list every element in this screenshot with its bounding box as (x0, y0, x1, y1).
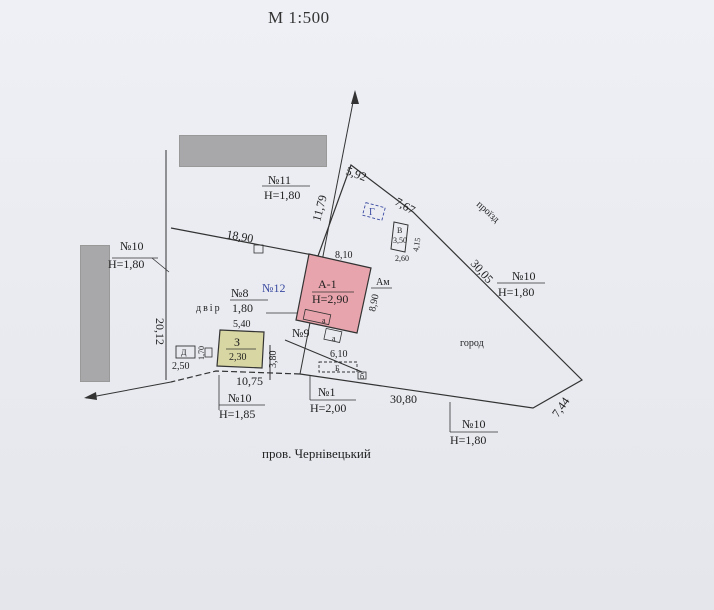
fence-f8-h: 1,80 (232, 301, 253, 315)
building-a1-porch-label: а (322, 316, 326, 325)
redacted-block-left (80, 245, 110, 382)
fence-f11-h: Н=1,80 (264, 188, 300, 202)
building-d-depth: 1,70 (197, 346, 206, 360)
redacted-block-top (179, 135, 327, 167)
building-g-code: Г (369, 207, 375, 218)
building-z-width: 5,40 (233, 319, 251, 330)
dim-10-75: 10,75 (236, 374, 263, 388)
building-a1 (295, 253, 372, 334)
left-arrow (84, 392, 97, 400)
area-am: Ам (376, 277, 390, 288)
area-dvir: двір (196, 303, 222, 314)
building-a1-porch (302, 308, 332, 326)
dim-5-92: 5,92 (344, 164, 369, 184)
street-name: пров. Чернівецький (262, 446, 371, 461)
building-b-code: Б (335, 364, 340, 373)
dim-11-79: 11,79 (309, 193, 329, 222)
building-z-depth: 3,80 (268, 351, 279, 369)
gate-mark-3 (204, 347, 213, 358)
building-a1-depth: 8,90 (367, 293, 381, 312)
area-proizd: проїзд (474, 199, 501, 225)
building-a1-height: Н=2,90 (312, 292, 348, 306)
fence-f10-bottom-right-num: №10 (462, 417, 485, 431)
building-b (318, 361, 358, 373)
building-z-code: З (234, 335, 240, 349)
building-v-height: 3,50 (393, 236, 407, 245)
dim-20-12: 20,12 (153, 318, 167, 345)
fence-f1-num: №1 (318, 385, 335, 399)
building-b-porch-label: б (360, 372, 364, 381)
building-v-width: 2,60 (395, 254, 409, 263)
building-a1-code: А-1 (318, 277, 337, 291)
gate-mark-1 (253, 244, 264, 254)
building-d-code: Д (181, 348, 187, 357)
leader-f10-left-2 (151, 257, 170, 273)
building-g (361, 202, 386, 221)
north-arrow (351, 90, 359, 104)
fence-f10-right-num: №10 (512, 269, 535, 283)
building-d-width: 2,50 (172, 361, 190, 372)
fence-f10-bottom-left-h: Н=1,85 (219, 407, 255, 421)
boundary-bottom (170, 370, 301, 383)
fence-f10-bottom-left-num: №10 (228, 391, 251, 405)
fence-f1-h: Н=2,00 (310, 401, 346, 415)
fence-f11-num: №11 (268, 173, 291, 187)
building-a1-porch-label-2: а (332, 334, 336, 343)
fence-f8-num: №8 (231, 286, 248, 300)
fence-f12-num: №12 (262, 281, 285, 295)
dim-30-80: 30,80 (390, 392, 417, 406)
fence-f10-left-num: №10 (120, 239, 143, 253)
fence-f10-left-h: Н=1,80 (108, 257, 144, 271)
dim-18-90: 18,90 (225, 227, 254, 245)
building-v-code: В (397, 226, 402, 235)
building-z-height: 2,30 (229, 352, 247, 363)
fence-f9-num: №9 (292, 326, 309, 340)
dim-7-44: 7,44 (549, 394, 573, 419)
building-a1-porch-2 (323, 327, 343, 344)
left-axis (85, 381, 172, 399)
building-v-depth: 4,15 (411, 237, 422, 252)
building-a1-width: 8,10 (335, 250, 353, 261)
fence-f10-right-h: Н=1,80 (498, 285, 534, 299)
building-d (175, 345, 196, 359)
gate-mark-2 (357, 371, 367, 380)
fence-f10-bottom-right-h: Н=1,80 (450, 433, 486, 447)
inner-fence-2 (284, 339, 363, 373)
building-v (390, 221, 409, 253)
north-axis (299, 91, 356, 375)
scale-title: М 1:500 (268, 8, 330, 27)
area-horod: город (460, 338, 484, 349)
building-b-width: 6,10 (330, 349, 348, 360)
